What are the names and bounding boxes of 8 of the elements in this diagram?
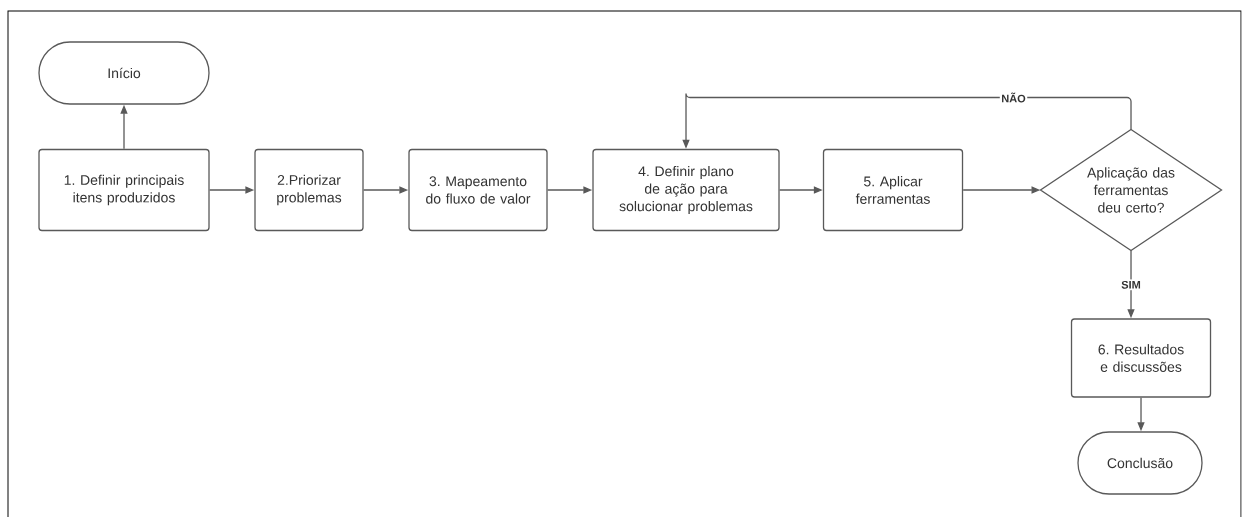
process-box: 4. Definir plano de ação para solucionar problemas: [592, 148, 780, 232]
process-box: 6. Resultados e discussões: [1070, 318, 1212, 398]
process-box: 3. Mapeamento do fluxo de valor: [408, 148, 548, 232]
edge-label: NÃO: [1002, 92, 1026, 103]
process-box: 5. Aplicar ferramentas: [822, 148, 964, 232]
process-box: 2.Priorizar problemas: [254, 148, 364, 232]
process-box: 1. Definir principais itens produzidos: [38, 148, 210, 232]
edge-label: SIM: [1121, 280, 1141, 289]
